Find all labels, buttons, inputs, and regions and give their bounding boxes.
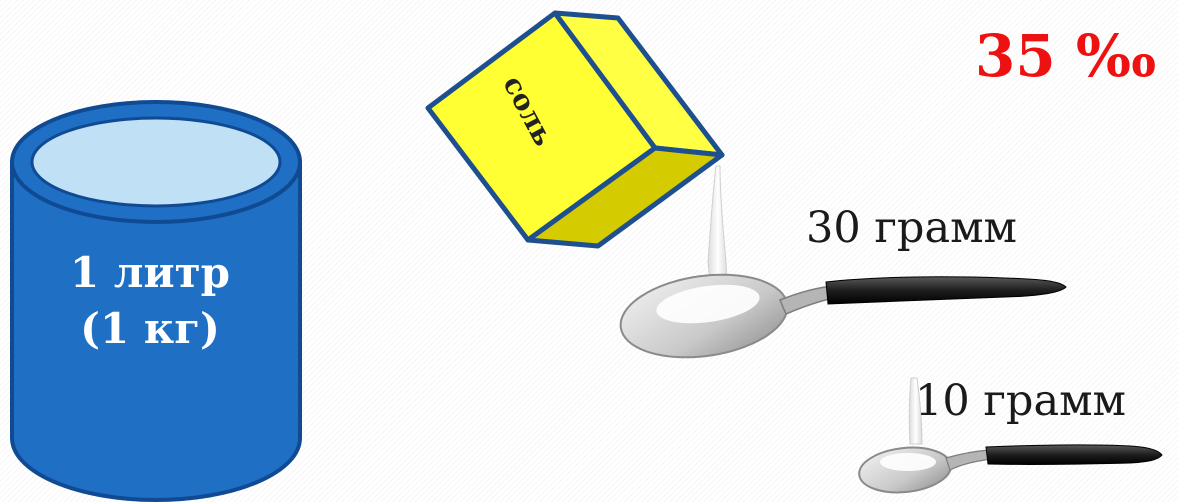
small-spoon-salt-heap	[880, 453, 936, 471]
small-spoon-label: 10 грамм	[915, 376, 1126, 426]
large-spoon-neck	[780, 286, 834, 314]
large-spoon	[615, 265, 1066, 368]
small-spoon-neck	[946, 450, 992, 470]
large-spoon-label: 30 грамм	[806, 203, 1017, 253]
small-spoon-handle	[986, 445, 1162, 465]
large-spoon-handle	[826, 277, 1066, 304]
small-spoon	[857, 443, 1162, 496]
salt-box	[428, 13, 722, 246]
container-volume-label: 1 литр	[0, 248, 300, 297]
salinity-percent-label: 35 ‰	[975, 22, 1156, 90]
container-mass-label: (1 кг)	[0, 304, 300, 353]
water-surface	[32, 118, 280, 206]
water-container	[12, 102, 300, 500]
